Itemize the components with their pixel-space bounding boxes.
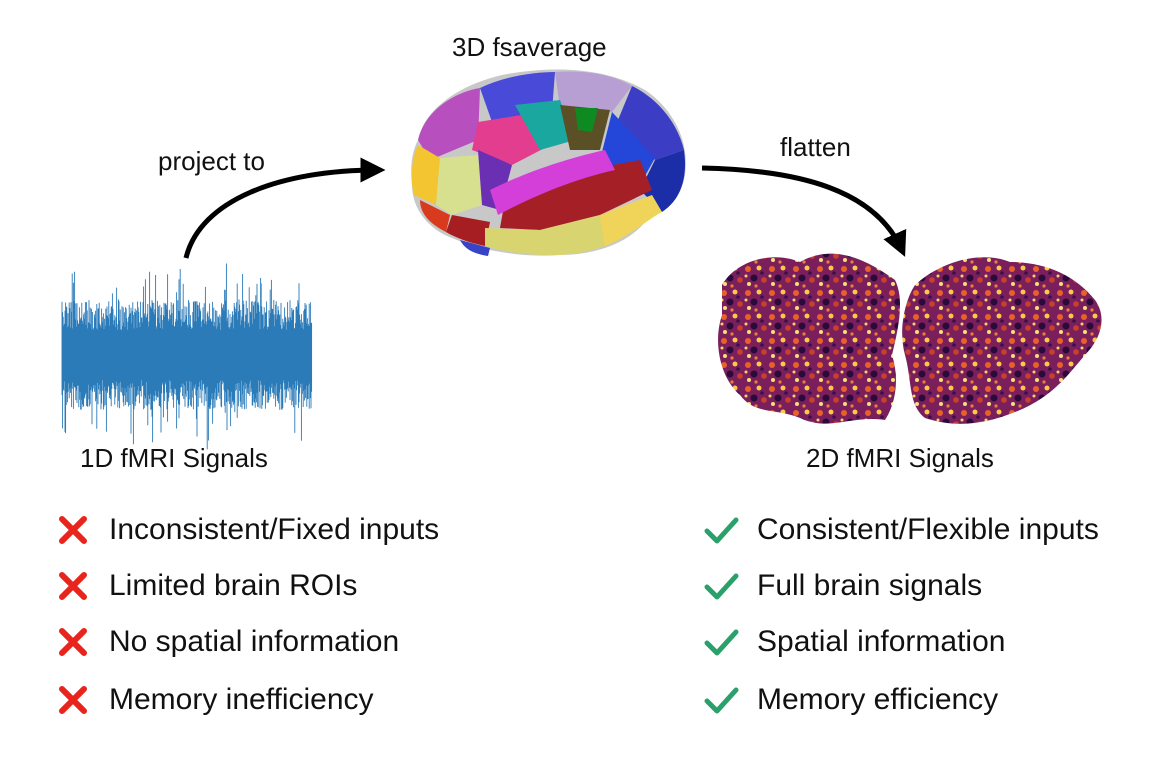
cons-item-label: Memory inefficiency [109, 683, 374, 716]
signals-1d-label: 1D fMRI Signals [80, 443, 268, 473]
pros-item-label: Consistent/Flexible inputs [757, 513, 1099, 546]
cons-item-label: No spatial information [109, 625, 400, 658]
check-icon [704, 573, 739, 600]
cross-icon [59, 686, 87, 714]
cross-icon [59, 516, 87, 544]
flatten-label: flatten [780, 132, 851, 162]
check-icon [704, 687, 739, 714]
signals-2d-label: 2D fMRI Signals [806, 443, 994, 473]
cons-item: Inconsistent/Fixed inputs [55, 510, 439, 550]
flat-map-left [718, 253, 901, 424]
cons-item-label: Inconsistent/Fixed inputs [109, 513, 440, 546]
cons-item-label: Limited brain ROIs [109, 569, 358, 602]
project-arrow [183, 157, 386, 259]
check-icon [704, 629, 739, 656]
project-to-label: project to [158, 146, 265, 176]
cons-item: Limited brain ROIs [55, 566, 357, 606]
pros-item-label: Full brain signals [757, 569, 983, 602]
fmri-signal-waveform [61, 263, 313, 450]
flatten-arrow [701, 165, 907, 257]
cons-item: No spatial information [55, 622, 399, 662]
pros-item-label: Spatial information [757, 625, 1006, 658]
fsaverage-label: 3D fsaverage [452, 32, 607, 62]
pros-item: Memory efficiency [703, 680, 998, 720]
fsaverage-brain [411, 69, 686, 256]
check-icon [704, 517, 739, 544]
pros-item: Spatial information [703, 622, 1005, 662]
cross-icon [59, 572, 87, 600]
pros-item-label: Memory efficiency [757, 683, 999, 716]
cross-icon [59, 628, 87, 656]
fmri-signal-trace [61, 263, 313, 450]
cons-item: Memory inefficiency [55, 680, 374, 720]
flat-map-right [902, 257, 1102, 424]
pros-item: Full brain signals [703, 566, 982, 606]
pros-item: Consistent/Flexible inputs [703, 510, 1099, 550]
